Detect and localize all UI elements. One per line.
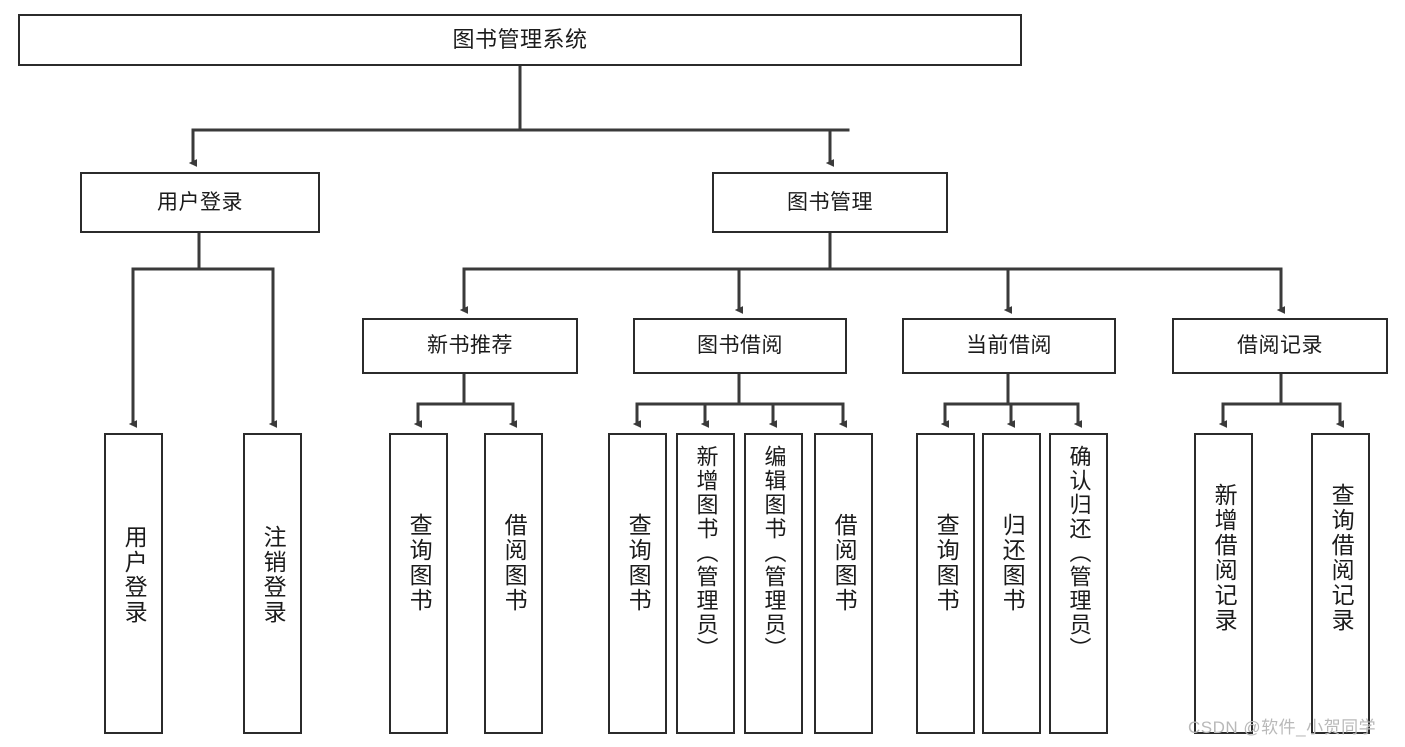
leaf-return-book[interactable]: 归还图书 bbox=[982, 433, 1041, 734]
leaf-borrow-book-recommend[interactable]: 借阅图书 bbox=[484, 433, 543, 734]
node-label: 借阅记录 bbox=[1237, 334, 1323, 358]
leaf-borrow-book-borrow[interactable]: 借阅图书 bbox=[814, 433, 873, 734]
node-label: 图书管理系统 bbox=[452, 27, 588, 53]
node-label: 新增借阅记录 bbox=[1211, 483, 1238, 633]
leaf-confirm-return-admin[interactable]: 确认归还（管理员） bbox=[1049, 433, 1108, 734]
leaf-user-login[interactable]: 用户登录 bbox=[104, 433, 163, 734]
leaf-add-borrow-record[interactable]: 新增借阅记录 bbox=[1194, 433, 1253, 734]
node-label: 用户登录 bbox=[121, 525, 148, 625]
node-label: 查询借阅记录 bbox=[1328, 483, 1355, 633]
node-label: 确认归还（管理员） bbox=[1066, 445, 1092, 661]
node-label: 新增图书（管理员） bbox=[693, 445, 719, 661]
csdn-watermark: CSDN @软件_小贺同学 bbox=[1188, 718, 1377, 737]
node-label: 用户登录 bbox=[157, 190, 243, 214]
leaf-query-book-borrow[interactable]: 查询图书 bbox=[608, 433, 667, 734]
node-borrow-record[interactable]: 借阅记录 bbox=[1172, 318, 1388, 374]
node-label: 归还图书 bbox=[999, 513, 1026, 613]
node-label: 借阅图书 bbox=[831, 513, 858, 613]
node-label: 查询图书 bbox=[406, 513, 433, 613]
node-label: 注销登录 bbox=[260, 525, 287, 625]
leaf-add-book-admin[interactable]: 新增图书（管理员） bbox=[676, 433, 735, 734]
leaf-query-book-current[interactable]: 查询图书 bbox=[916, 433, 975, 734]
node-label: 新书推荐 bbox=[427, 334, 513, 358]
node-label: 借阅图书 bbox=[501, 513, 528, 613]
node-label: 编辑图书（管理员） bbox=[761, 445, 787, 661]
node-root-book-management-system[interactable]: 图书管理系统 bbox=[18, 14, 1022, 66]
leaf-query-borrow-record[interactable]: 查询借阅记录 bbox=[1311, 433, 1370, 734]
node-book-borrow[interactable]: 图书借阅 bbox=[633, 318, 847, 374]
node-label: 图书管理 bbox=[787, 190, 873, 214]
leaf-query-book-recommend[interactable]: 查询图书 bbox=[389, 433, 448, 734]
node-current-borrow[interactable]: 当前借阅 bbox=[902, 318, 1116, 374]
leaf-logout-login[interactable]: 注销登录 bbox=[243, 433, 302, 734]
leaf-edit-book-admin[interactable]: 编辑图书（管理员） bbox=[744, 433, 803, 734]
node-label: 当前借阅 bbox=[966, 334, 1052, 358]
node-label: 查询图书 bbox=[933, 513, 960, 613]
node-label: 查询图书 bbox=[625, 513, 652, 613]
node-user-login[interactable]: 用户登录 bbox=[80, 172, 320, 233]
node-new-book-recommend[interactable]: 新书推荐 bbox=[362, 318, 578, 374]
node-book-management[interactable]: 图书管理 bbox=[712, 172, 948, 233]
node-label: 图书借阅 bbox=[697, 334, 783, 358]
